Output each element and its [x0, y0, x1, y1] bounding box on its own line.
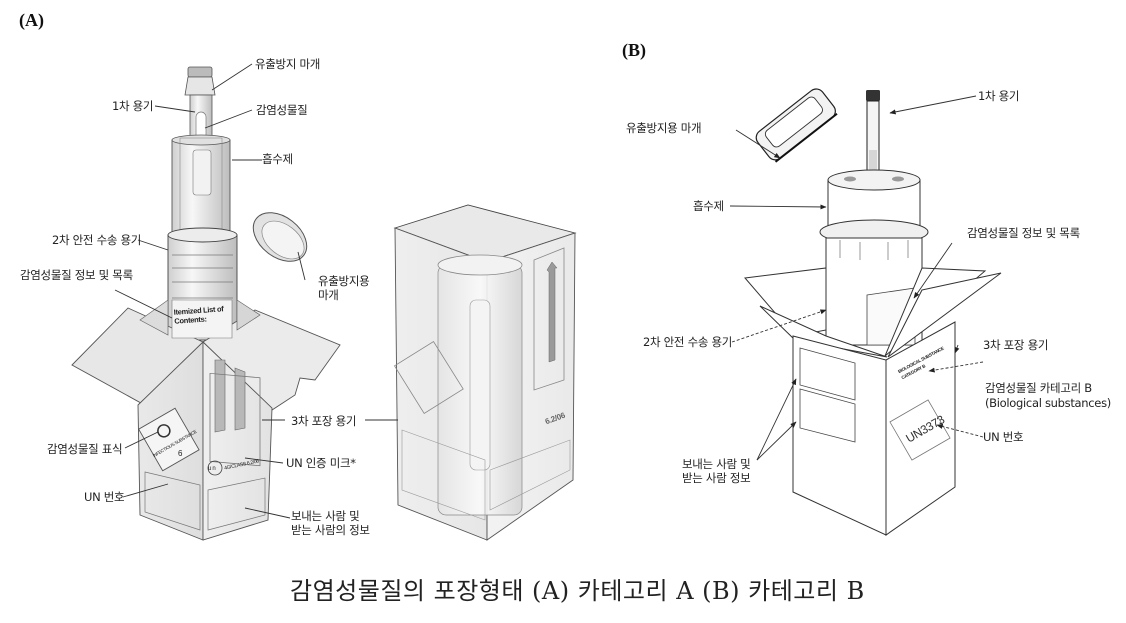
label-sender-receiver-a: 보내는 사람 및 받는 사람의 정보	[291, 509, 370, 537]
label-outer-packaging-b: 3차 포장 용기	[983, 338, 1049, 352]
label-category-b-en: (Biological substances)	[985, 396, 1111, 410]
panel-a-label: (A)	[19, 10, 44, 30]
outer-box-a	[71, 299, 341, 541]
label-leakproof-cap-b: 유출방지용 마개	[626, 121, 702, 135]
label-un-number-a: UN 번호	[84, 490, 125, 504]
absorbent-b	[827, 169, 921, 229]
label-leakproof-cap-a: 유출방지 마개	[255, 57, 321, 71]
leader-lines-a	[114, 63, 398, 519]
label-un-cert-mark-a: UN 인증 미크*	[286, 456, 356, 470]
label-outer-packaging-a: 3차 포장 용기	[291, 414, 357, 428]
label-category-b: 감염성물질 카테고리 B	[985, 381, 1092, 395]
label-contents-list-a: 감염성물질 정보 및 목록	[20, 268, 133, 282]
primary-container-b	[866, 90, 880, 192]
label-hazard-label-a: 감염성물질 표식	[47, 442, 123, 456]
leakproof-cap-b	[755, 88, 838, 163]
secondary-cap-a	[252, 212, 308, 262]
label-absorbent-a: 흡수제	[262, 152, 293, 166]
figure-caption: 감염성물질의 포장형태 (A) 카테고리 A (B) 카테고리 B	[290, 577, 865, 605]
label-contents-list-b: 감염성물질 정보 및 목록	[967, 226, 1080, 240]
label-primary-container-a: 1차 용기	[112, 99, 154, 113]
label-secondary-cap-a: 유출방지용 마개	[318, 274, 370, 302]
itemized-list-text: Itemized List of Contents:	[173, 304, 224, 326]
label-secondary-container-a: 2차 안전 수송 용기	[52, 233, 142, 247]
label-absorbent-b: 흡수제	[693, 199, 724, 213]
panel-b-label: (B)	[622, 40, 646, 60]
label-sender-receiver-b: 보내는 사람 및 받는 사람 정보	[682, 457, 751, 485]
label-primary-container-b: 1차 용기	[978, 89, 1020, 103]
label-secondary-container-b: 2차 안전 수송 용기	[643, 335, 733, 349]
class-number-text: 6	[178, 449, 183, 458]
outer-box-a-transparent	[393, 204, 577, 541]
label-infectious-substance-a: 감염성물질	[256, 103, 308, 117]
leader-arrows-b	[729, 95, 984, 461]
un-logo-text: u n	[208, 466, 216, 472]
absorbent-a	[171, 134, 231, 246]
label-un-number-b: UN 번호	[983, 430, 1024, 444]
outer-box-b	[744, 267, 1002, 536]
